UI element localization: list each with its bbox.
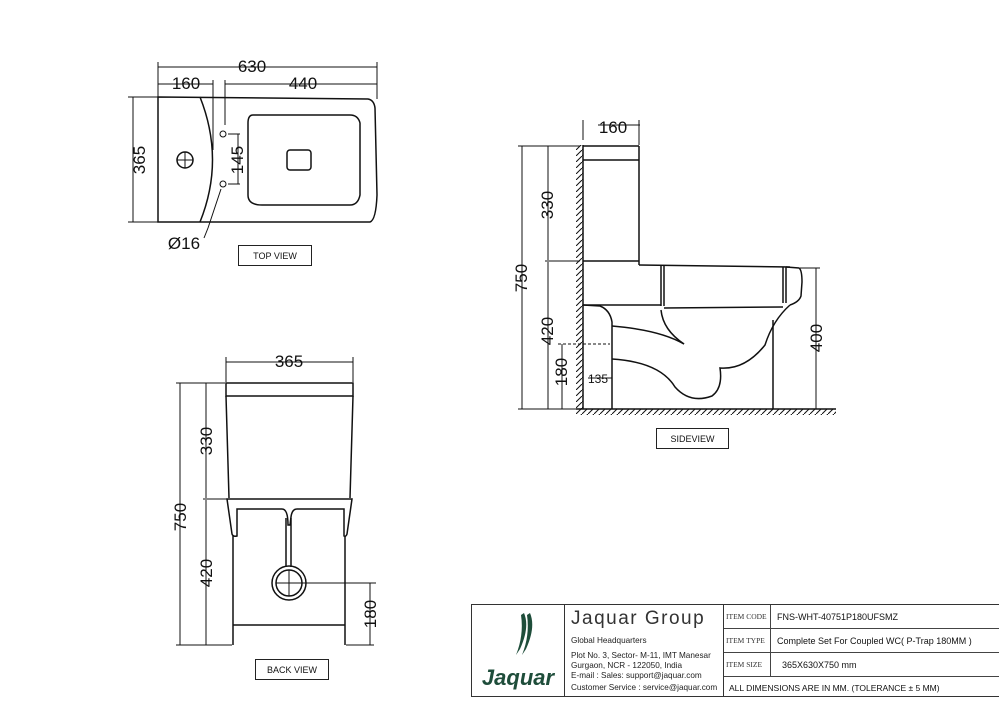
dim-side-330: 330 xyxy=(538,191,557,219)
dim-back-750: 750 xyxy=(171,503,190,531)
address-line: Global Headquarters xyxy=(571,636,647,645)
item-type-value: Complete Set For Coupled WC( P-Trap 180M… xyxy=(777,635,972,646)
dim-back-365: 365 xyxy=(275,352,303,371)
item-type-key: ITEM TYPE xyxy=(724,629,771,652)
dim-back-330: 330 xyxy=(197,427,216,455)
item-code-row: ITEM CODE FNS-WHT-40751P180UFSMZ xyxy=(724,605,999,629)
jaquar-swoosh-icon: Jaquar xyxy=(482,613,556,690)
dim-side-180: 180 xyxy=(552,358,571,386)
side-view-label: SIDEVIEW xyxy=(656,428,729,449)
top-view-dimensions xyxy=(128,62,378,239)
item-size-value: 365X630X750 mm xyxy=(782,659,857,670)
dim-top-440: 440 xyxy=(289,74,317,93)
company-info: Jaquar Group Global Headquarters Plot No… xyxy=(565,605,724,697)
item-size-row: ITEM SIZE 365X630X750 mm xyxy=(724,653,999,677)
dim-side-160: 160 xyxy=(599,118,627,137)
top-view-drawing xyxy=(157,96,378,223)
address-line: Customer Service : service@jaquar.com xyxy=(571,683,718,692)
company-name: Jaquar Group xyxy=(571,608,706,629)
item-size-key: ITEM SIZE xyxy=(724,653,771,676)
dim-top-630: 630 xyxy=(238,57,266,76)
address-line: Plot No. 3, Sector- M-11, IMT Manesar xyxy=(571,651,711,660)
back-view-dimensions xyxy=(176,357,376,646)
address-line: E-mail : Sales: support@jaquar.com xyxy=(571,671,702,680)
top-view-label: TOP VIEW xyxy=(238,245,312,266)
address-line: Gurgaon, NCR - 122050, India xyxy=(571,661,683,670)
dim-side-420: 420 xyxy=(538,317,557,345)
svg-text:Jaquar: Jaquar xyxy=(482,665,556,690)
dim-top-160: 160 xyxy=(172,74,200,93)
side-view-dimensions xyxy=(518,120,820,410)
jaquar-logo: Jaquar xyxy=(472,605,565,697)
item-code-key: ITEM CODE xyxy=(724,605,771,628)
item-code-value: FNS-WHT-40751P180UFSMZ xyxy=(777,611,899,622)
dim-top-365: 365 xyxy=(130,146,149,174)
item-type-row: ITEM TYPE Complete Set For Coupled WC( P… xyxy=(724,629,999,653)
dim-top-145: 145 xyxy=(228,146,247,174)
dim-back-180: 180 xyxy=(361,600,380,628)
dimensions-note: ALL DIMENSIONS ARE IN MM. (TOLERANCE ± 5… xyxy=(729,683,940,693)
dim-side-135: 135 xyxy=(588,372,608,386)
side-view-drawing xyxy=(576,145,836,415)
dim-side-400: 400 xyxy=(807,324,826,352)
back-view-drawing xyxy=(225,382,354,645)
dim-back-420: 420 xyxy=(197,559,216,587)
dim-side-750: 750 xyxy=(512,264,531,292)
title-block: Jaquar Jaquar Group Global Headquarters … xyxy=(471,604,999,697)
back-view-label: BACK VIEW xyxy=(255,659,329,680)
item-details: ITEM CODE FNS-WHT-40751P180UFSMZ ITEM TY… xyxy=(724,605,999,697)
dim-top-16: Ø16 xyxy=(168,234,200,253)
